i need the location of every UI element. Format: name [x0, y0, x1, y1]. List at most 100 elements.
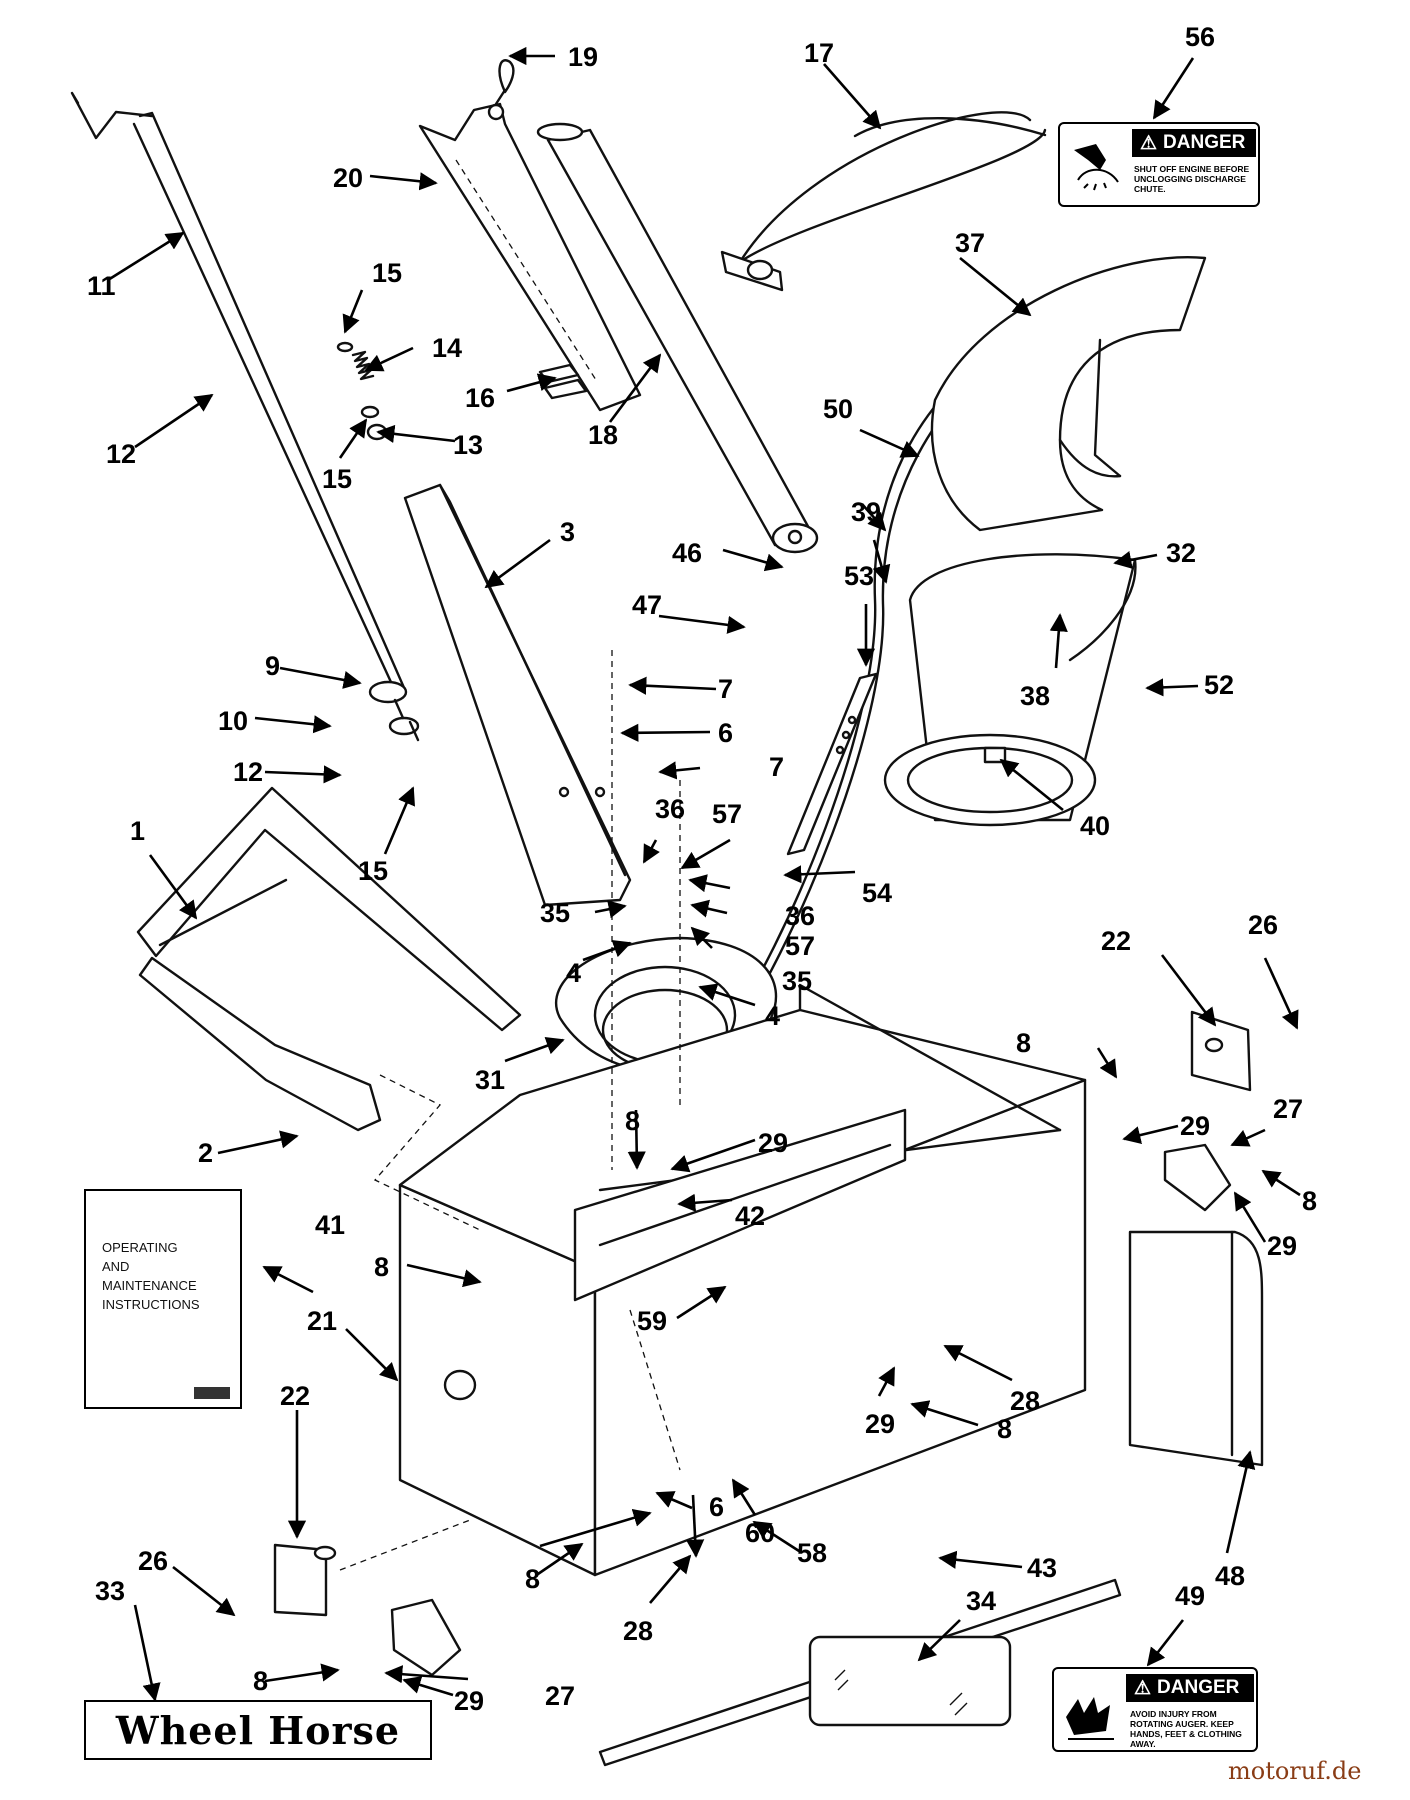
decal-56-heading-text: DANGER — [1163, 132, 1246, 153]
part-20-crank-bracket — [418, 59, 642, 412]
part-9-rod-bushing — [368, 680, 420, 742]
callout-35-left: 35 — [540, 898, 570, 928]
decal-49-heading: ⚠ DANGER — [1126, 1674, 1254, 1702]
callout-52: 52 — [1204, 670, 1234, 700]
decal-49-hazard-pictogram — [1060, 1677, 1120, 1745]
part-27-skid-left — [390, 1598, 462, 1677]
callout-53: 53 — [844, 561, 874, 591]
callout-42: 42 — [735, 1201, 765, 1231]
callout-22-left: 22 — [280, 1381, 310, 1411]
callout-49: 49 — [1175, 1581, 1205, 1611]
callout-4-left: 4 — [566, 958, 581, 988]
callout-29-center: 29 — [758, 1128, 788, 1158]
part-37-chute-deflector — [930, 256, 1207, 532]
callout-50: 50 — [823, 394, 853, 424]
callout-57-right: 57 — [785, 931, 815, 961]
callout-36-left: 36 — [655, 794, 685, 824]
callout-leaders — [107, 46, 1301, 1702]
callout-8-lower-center: 8 — [525, 1564, 540, 1594]
callout-41: 41 — [315, 1210, 345, 1240]
callout-36-right: 36 — [785, 901, 815, 931]
callout-27-right: 27 — [1273, 1094, 1303, 1124]
callout-6-top: 6 — [718, 718, 733, 748]
decal-56-text: SHUT OFF ENGINE BEFORE UNCLOGGING DISCHA… — [1134, 164, 1250, 194]
callout-46: 46 — [672, 538, 702, 568]
decal-56-hazard-pictogram — [1066, 130, 1126, 200]
callout-12-bottom: 12 — [233, 757, 263, 787]
callout-29-right-mid: 29 — [1267, 1231, 1297, 1261]
callout-8-center: 8 — [625, 1106, 640, 1136]
watermark: motoruf.de — [1228, 1757, 1362, 1785]
danger-decal-56: ⚠ DANGER SHUT OFF ENGINE BEFORE UNCLOGGI… — [1058, 122, 1260, 207]
callout-27-left: 27 — [545, 1681, 575, 1711]
callout-40: 40 — [1080, 811, 1110, 841]
callout-8-right-top: 8 — [1016, 1028, 1031, 1058]
callout-57-left: 57 — [712, 799, 742, 829]
part-22-bearing-plate-right — [1190, 1010, 1252, 1092]
part-11-control-rod — [70, 91, 407, 695]
callout-11: 11 — [87, 271, 116, 301]
part-1-frame — [136, 786, 522, 1132]
callout-8-left: 8 — [374, 1252, 389, 1282]
callout-59: 59 — [637, 1306, 667, 1336]
callout-43: 43 — [1027, 1553, 1057, 1583]
callout-10: 10 — [218, 706, 248, 736]
manual-logo — [194, 1387, 230, 1399]
callout-2: 2 — [198, 1138, 213, 1168]
callout-15-mid: 15 — [322, 464, 352, 494]
callout-13: 13 — [453, 430, 483, 460]
callout-54: 54 — [862, 878, 892, 908]
callout-37: 37 — [955, 228, 985, 258]
callout-29-right-top: 29 — [1180, 1111, 1210, 1141]
warning-triangle-icon: ⚠ — [1134, 1677, 1152, 1699]
callout-1: 1 — [130, 816, 145, 846]
warning-triangle-icon: ⚠ — [1140, 132, 1158, 154]
callout-47: 47 — [632, 590, 662, 620]
callout-9: 9 — [265, 651, 280, 681]
callout-35-right: 35 — [782, 966, 812, 996]
manual-title: OPERATING AND MAINTENANCE INSTRUCTIONS — [102, 1240, 200, 1312]
decal-49-heading-text: DANGER — [1157, 1677, 1240, 1698]
callout-39: 39 — [851, 497, 881, 527]
callout-numbers: 19 20 17 56 11 15 14 16 18 13 15 12 3 9 … — [87, 22, 1317, 1716]
callout-12-top: 12 — [106, 439, 136, 469]
callout-7-top: 7 — [718, 674, 733, 704]
callout-20: 20 — [333, 163, 363, 193]
callout-18: 18 — [588, 420, 618, 450]
part-48-side-plate — [1128, 1230, 1264, 1467]
callout-21: 21 — [307, 1306, 337, 1336]
callout-15-top: 15 — [372, 258, 402, 288]
part-34-decal-blank — [808, 1635, 1012, 1727]
callout-26-left: 26 — [138, 1546, 168, 1576]
callout-19: 19 — [568, 42, 598, 72]
callout-33: 33 — [95, 1576, 125, 1606]
callout-26-right: 26 — [1248, 910, 1278, 940]
assembly-dashed-lines — [339, 650, 681, 1571]
callout-3: 3 — [560, 517, 575, 547]
callout-7-mid: 7 — [769, 752, 784, 782]
callout-15-bottom: 15 — [358, 856, 388, 886]
callout-38: 38 — [1020, 681, 1050, 711]
callout-6-bottom: 6 — [709, 1492, 724, 1522]
callout-8-lower-right: 8 — [997, 1414, 1012, 1444]
callout-16: 16 — [465, 383, 495, 413]
callout-56: 56 — [1185, 22, 1215, 52]
callout-34: 34 — [966, 1586, 996, 1616]
callout-31: 31 — [475, 1065, 505, 1095]
danger-decal-49: ⚠ DANGER AVOID INJURY FROM ROTATING AUGE… — [1052, 1667, 1258, 1752]
part-18-chute-crank-tube — [536, 122, 819, 554]
wheel-horse-decal: Wheel Horse — [84, 1700, 432, 1760]
callout-8-lower-left: 8 — [253, 1666, 268, 1696]
callout-17: 17 — [804, 38, 834, 68]
decal-49-text: AVOID INJURY FROM ROTATING AUGER. KEEP H… — [1130, 1709, 1242, 1749]
callout-29-lower: 29 — [865, 1409, 895, 1439]
part-3-support-arm — [403, 483, 632, 907]
operating-manual: OPERATING AND MAINTENANCE INSTRUCTIONS — [84, 1189, 242, 1409]
callout-48: 48 — [1215, 1561, 1245, 1591]
callout-8-right-mid: 8 — [1302, 1186, 1317, 1216]
callout-58: 58 — [797, 1538, 827, 1568]
part-22-bearing-plate-left — [273, 1543, 337, 1617]
callout-28-right: 28 — [1010, 1386, 1040, 1416]
part-32-discharge-chute — [883, 553, 1137, 827]
